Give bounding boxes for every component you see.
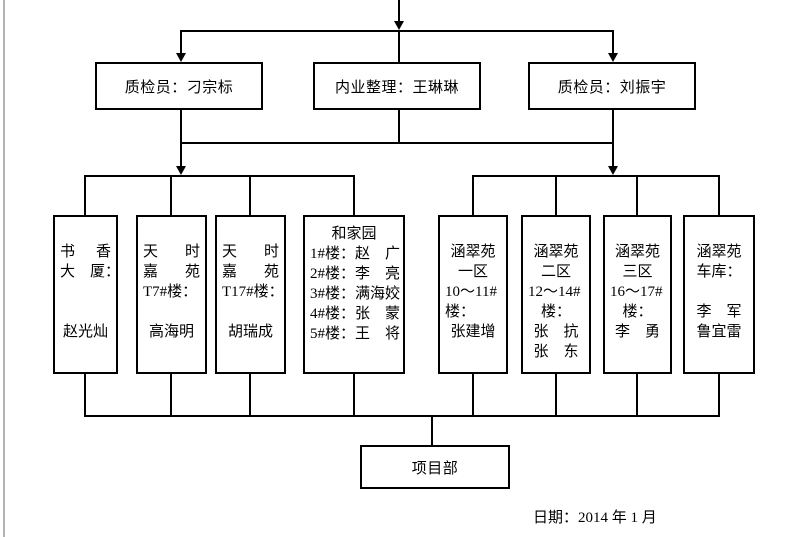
box-label: 项目部 xyxy=(411,460,459,477)
unit-line: 张 东 xyxy=(533,344,579,360)
unit-line: 和家园 xyxy=(331,226,377,242)
connector-top-bus xyxy=(180,30,614,32)
connector-stub xyxy=(636,175,638,215)
unit-line: 涵翠苑 xyxy=(614,244,660,260)
connector-stub xyxy=(249,374,251,415)
connector-bottom-bus xyxy=(84,415,720,417)
unit-line: 鲁宜雷 xyxy=(696,324,742,340)
unit-line xyxy=(143,302,200,322)
connector-stub xyxy=(472,175,474,215)
unit-line: 车库： xyxy=(696,264,742,280)
unit-box-hancuiyuan-zone1: 涵翠苑 一区 10～11# 楼： 张建增 xyxy=(438,215,508,374)
box-label: 质检员：刘振宇 xyxy=(557,79,667,96)
unit-line: 楼： xyxy=(622,304,653,320)
connector-stub xyxy=(84,374,86,415)
connector-stub xyxy=(555,175,557,215)
connector-center-down xyxy=(398,110,400,144)
connector-stub xyxy=(84,175,86,215)
unit-line xyxy=(60,282,111,302)
unit-line: 天 时 xyxy=(143,244,200,260)
box-quality-inspector-left: 质检员：刁宗标 xyxy=(95,62,263,110)
unit-line: 二区 xyxy=(540,264,571,280)
connector-project-drop xyxy=(431,415,433,445)
unit-line: 10～11# xyxy=(445,284,497,300)
box-quality-inspector-right: 质检员：刘振宇 xyxy=(528,62,696,110)
unit-line: 1#楼：赵 广 xyxy=(310,246,401,262)
connector-stub xyxy=(472,374,474,415)
unit-line: 张 抗 xyxy=(533,324,579,340)
connector-drop-left xyxy=(180,30,182,54)
unit-line: 12～14# xyxy=(528,284,581,300)
connector-right-down xyxy=(612,110,614,167)
arrow-down-icon xyxy=(608,53,618,62)
unit-box-tianshi-t7: 天 时 嘉 苑 T7#楼： 高海明 xyxy=(136,215,207,374)
box-project-department: 项目部 xyxy=(360,445,510,489)
unit-line: 4#楼：张 蒙 xyxy=(310,306,401,322)
arrow-down-icon xyxy=(176,53,186,62)
unit-line: 书 香 xyxy=(60,244,111,260)
unit-line: 2#楼：李 亮 xyxy=(310,266,401,282)
date-label: 日期：2014 年 1 月 xyxy=(533,510,657,526)
connector-stub xyxy=(555,374,557,415)
unit-line: 嘉 苑 xyxy=(222,264,279,280)
unit-box-hancuiyuan-garage: 涵翠苑 车库： 李 军 鲁宜雷 xyxy=(683,215,755,374)
connector-stub xyxy=(353,374,355,415)
unit-line: 嘉 苑 xyxy=(143,264,200,280)
unit-line: 李 军 xyxy=(696,304,742,320)
unit-line: 一区 xyxy=(457,264,488,280)
unit-line: 3#楼：满海姣 xyxy=(310,286,401,302)
unit-box-tianshi-t17: 天 时 嘉 苑 T17#楼： 胡瑞成 xyxy=(215,215,286,374)
unit-line xyxy=(222,302,279,322)
connector-mid-bus xyxy=(180,142,614,144)
connector-left-group-bar xyxy=(84,175,355,177)
box-label: 质检员：刁宗标 xyxy=(124,79,234,96)
unit-line: T17#楼： xyxy=(222,284,284,300)
unit-box-hancuiyuan-zone2: 涵翠苑 二区 12～14# 楼： 张 抗 张 东 xyxy=(521,215,591,374)
box-office-organizer: 内业整理：王琳琳 xyxy=(313,62,481,110)
unit-line: 涵翠苑 xyxy=(533,244,579,260)
unit-line: 胡瑞成 xyxy=(227,324,273,340)
connector-left-down xyxy=(180,110,182,167)
arrow-down-icon xyxy=(394,21,404,30)
page-edge-line xyxy=(3,0,5,537)
unit-line: 涵翠苑 xyxy=(450,244,496,260)
unit-line xyxy=(60,302,111,322)
connector-drop-right xyxy=(612,30,614,54)
unit-line: 涵翠苑 xyxy=(696,244,742,260)
unit-line: 高海明 xyxy=(148,324,194,340)
connector-stub xyxy=(170,175,172,215)
connector-top-feed xyxy=(398,0,400,22)
unit-box-hejiayuan: 和家园 1#楼：赵 广 2#楼：李 亮 3#楼：满海姣 4#楼：张 蒙 5#楼：… xyxy=(303,215,405,374)
connector-right-group-bar xyxy=(472,175,720,177)
unit-line: 楼： xyxy=(540,304,571,320)
connector-stub xyxy=(249,175,251,215)
unit-line: 李 勇 xyxy=(614,324,660,340)
connector-stub xyxy=(636,374,638,415)
box-label: 内业整理：王琳琳 xyxy=(334,79,459,96)
unit-line: 天 时 xyxy=(222,244,279,260)
unit-line: T7#楼： xyxy=(143,284,198,300)
unit-line: 大 厦： xyxy=(60,264,121,280)
connector-stub xyxy=(170,374,172,415)
unit-line: 张建增 xyxy=(450,324,496,340)
unit-line: 赵光灿 xyxy=(62,324,108,340)
arrow-down-icon xyxy=(176,166,186,175)
connector-drop-center xyxy=(398,30,400,62)
unit-box-shuxiang-daxia: 书 香 大 厦： 赵光灿 xyxy=(53,215,121,374)
connector-stub xyxy=(718,175,720,215)
arrow-down-icon xyxy=(608,166,618,175)
connector-stub xyxy=(718,374,720,415)
unit-line: 5#楼：王 将 xyxy=(310,326,401,342)
unit-line: 三区 xyxy=(622,264,653,280)
unit-line xyxy=(690,282,748,302)
unit-line: 楼： xyxy=(445,304,476,320)
unit-box-hancuiyuan-zone3: 涵翠苑 三区 16～17# 楼： 李 勇 xyxy=(603,215,672,374)
connector-stub xyxy=(353,175,355,215)
unit-line: 16～17# xyxy=(610,284,663,300)
